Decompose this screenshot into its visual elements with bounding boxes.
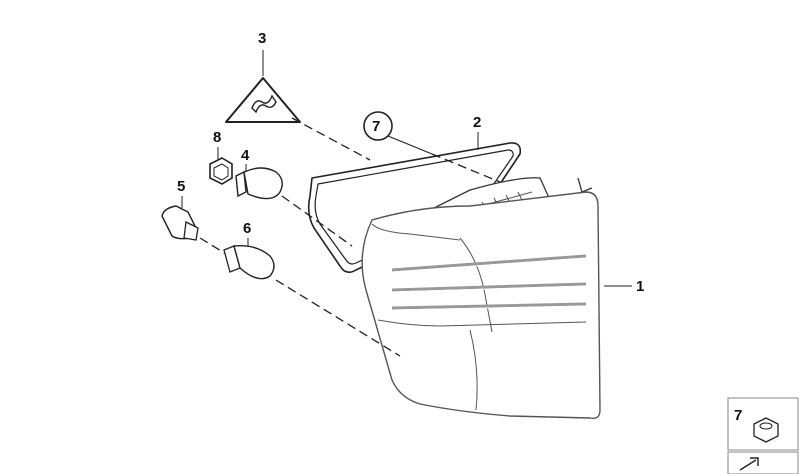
gasket-outline (307, 142, 522, 274)
dash-7 (431, 153, 501, 183)
legend-callout-7: 7 (734, 407, 742, 424)
hand-warning-icon (251, 94, 277, 114)
legend-nut[interactable]: 7 (727, 397, 799, 474)
bulb-6-glass (233, 245, 275, 280)
callout-4: 4 (241, 147, 250, 164)
arrow-icon (739, 457, 759, 471)
callout-5: 5 (177, 178, 185, 195)
socket-clip-shape (209, 157, 233, 185)
dash-6 (275, 279, 401, 357)
callout-2: 2 (473, 114, 481, 131)
leader-7 (387, 135, 433, 155)
bulb-5-base (183, 221, 199, 241)
warning-triangle-icon (225, 77, 301, 123)
part-2-gasket[interactable]: 2 (307, 114, 522, 274)
dash-3 (291, 117, 371, 161)
callout-8: 8 (213, 129, 221, 146)
lens-contour-c (377, 319, 587, 327)
part-5-bulb[interactable]: 5 (161, 178, 227, 255)
housing-tab (577, 177, 593, 193)
lens-strip-3-hl (391, 305, 587, 311)
callout-3: 3 (258, 30, 266, 47)
callout-1: 1 (636, 278, 644, 295)
part-4-bulb[interactable]: 4 (235, 147, 353, 247)
socket-clip-inner (213, 163, 229, 181)
lens-strip-2 (391, 282, 587, 292)
bulb-4-base (235, 170, 247, 198)
part-8-socket-clip[interactable]: 8 (209, 129, 233, 185)
dash-4 (281, 195, 353, 247)
part-6-bulb[interactable]: 6 (223, 220, 401, 357)
lens-strip-3 (391, 302, 587, 310)
bulb-4-glass (243, 167, 283, 200)
lens-strip-2-hl (391, 285, 587, 293)
lens-edge-top (371, 223, 461, 241)
lens-strip-1-hl (391, 257, 587, 273)
callout-7-circle (363, 111, 393, 141)
callout-7-circled: 7 (363, 111, 501, 183)
callout-6: 6 (243, 220, 251, 237)
callout-7: 7 (372, 118, 380, 135)
dash-5 (199, 237, 227, 255)
nut-icon (753, 417, 779, 443)
part-3-warning-label[interactable]: 3 (225, 30, 371, 161)
legend-box-bottom (727, 451, 799, 474)
part-1-rear-light[interactable]: 1 (361, 191, 644, 420)
lens-contour-b (469, 329, 478, 411)
lens-strip-1 (391, 254, 587, 272)
nut-hole (759, 422, 773, 430)
gasket-inner-outline (314, 149, 514, 265)
lens-contour-a (459, 237, 493, 333)
